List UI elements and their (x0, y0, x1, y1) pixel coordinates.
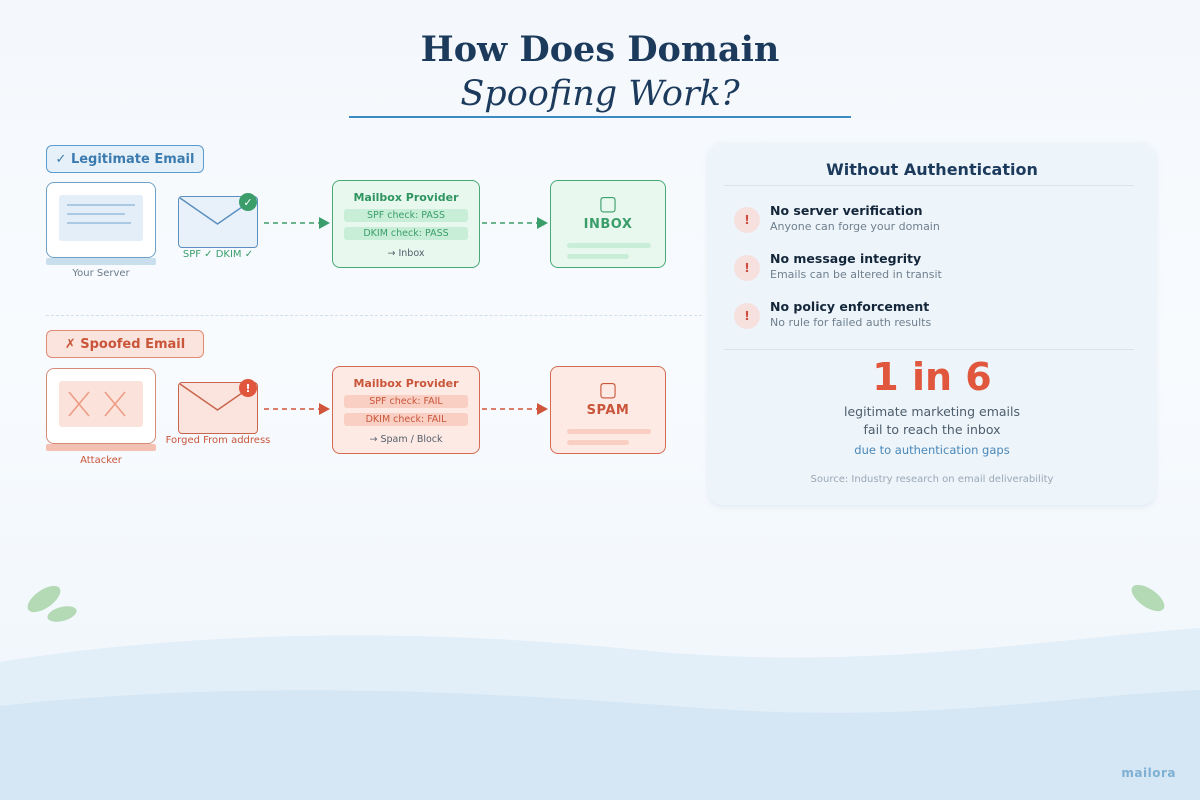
spam-destination: ▢ SPAM (550, 366, 666, 454)
inbox-icon: ▢ (598, 191, 618, 215)
title-line-1: How Does Domain (420, 29, 780, 70)
warning-badge-icon: ! (239, 379, 257, 397)
alert-icon: ! (734, 255, 760, 281)
attacker-server-base (46, 444, 156, 451)
title-line-2: Spoofing Work? (460, 74, 740, 114)
inbox-label: INBOX (583, 217, 633, 232)
stat-source: Source: Industry research on email deliv… (810, 474, 1054, 485)
row-divider (46, 315, 702, 316)
stat-line-1: legitimate marketing emails (844, 404, 1020, 419)
leaf-icon-right (1131, 584, 1165, 612)
risk-item-text: Anyone can forge your domain (770, 220, 940, 233)
spoofed-provider-title: Mailbox Provider (353, 377, 459, 390)
your-server-base (46, 258, 156, 265)
attacker-server-icon (46, 368, 156, 444)
legit-spf-check: SPF check: PASS (344, 209, 468, 222)
legit-dkim-check: DKIM check: PASS (344, 227, 468, 240)
spoofed-provider-result: → Spam / Block (369, 434, 443, 445)
legit-arrow-2 (482, 217, 548, 229)
stat-line-2: fail to reach the inbox (863, 422, 1001, 437)
spoofed-dkim-check: DKIM check: FAIL (344, 413, 468, 426)
risk-item-text: No rule for failed auth results (770, 316, 932, 329)
legit-envelope-caption: SPF ✓ DKIM ✓ (182, 249, 254, 260)
inbox-destination: ▢ INBOX (550, 180, 666, 268)
your-server-icon (46, 182, 156, 258)
panel-divider-top (724, 185, 1134, 186)
spoofed-spf-check: SPF check: FAIL (344, 395, 468, 408)
legit-mailbox-provider: Mailbox Provider SPF check: PASS DKIM ch… (332, 180, 480, 268)
panel-title: Without Authentication (826, 160, 1038, 179)
risk-item-heading: No policy enforcement (770, 299, 930, 314)
spam-label: SPAM (586, 403, 630, 418)
page-title: How Does Domain Spoofing Work? (0, 28, 1200, 116)
spoofed-email-label: ✗ Spoofed Email (46, 330, 204, 358)
leaf-icon-left (27, 585, 77, 622)
alert-icon: ! (734, 207, 760, 233)
alert-icon: ! (734, 303, 760, 329)
brand-logo: mailora (1121, 766, 1176, 780)
spoofed-arrow-1 (264, 403, 330, 415)
title-underline (349, 116, 851, 118)
risk-item-text: Emails can be altered in transit (770, 268, 942, 281)
without-authentication-panel: Without Authentication ! No server verif… (708, 143, 1156, 505)
panel-divider-bottom (724, 349, 1134, 350)
spoofed-mailbox-provider: Mailbox Provider SPF check: FAIL DKIM ch… (332, 366, 480, 454)
spam-icon: ▢ (598, 377, 618, 401)
your-server-caption: Your Server (72, 268, 130, 279)
stat-note: due to authentication gaps (854, 443, 1010, 457)
spoofed-arrow-2 (482, 403, 548, 415)
stat-value: 1 in 6 (872, 355, 992, 399)
attacker-caption: Attacker (80, 455, 122, 466)
spoofed-envelope-caption: Forged From address (165, 435, 271, 446)
risk-item-heading: No server verification (770, 203, 923, 218)
risk-item-heading: No message integrity (770, 251, 922, 266)
check-badge-icon: ✓ (239, 193, 257, 211)
legit-provider-title: Mailbox Provider (353, 191, 459, 204)
legitimate-email-label: ✓ Legitimate Email (46, 145, 204, 173)
legit-provider-result: → Inbox (387, 248, 425, 259)
legit-arrow-1 (264, 217, 330, 229)
